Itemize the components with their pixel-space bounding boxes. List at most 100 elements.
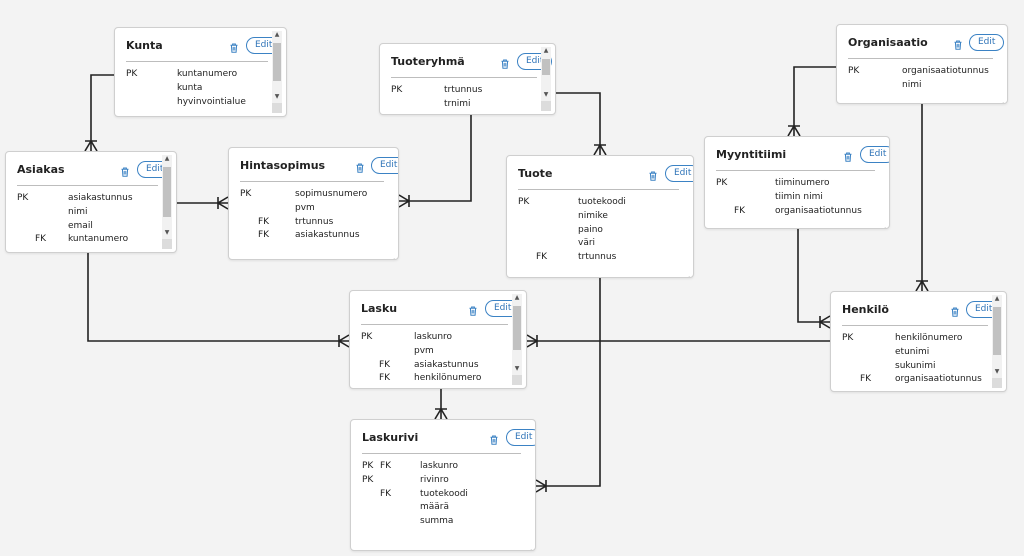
field-row: summa [362,516,523,530]
scroll-up-icon[interactable]: ▲ [543,47,549,54]
scroll-thumb[interactable] [542,59,550,75]
scroll-down-icon[interactable]: ▼ [514,365,520,372]
scroll-up-icon[interactable]: ▲ [994,295,1000,302]
trash-icon[interactable] [647,167,659,181]
key-badge: FK [860,374,872,385]
field-name: kuntanumero [177,69,238,79]
scrollbar[interactable]: ▲▼ [272,31,282,113]
scrollbar[interactable]: ▲▼ [992,295,1002,388]
edit-button[interactable]: Edit [665,165,693,182]
field-name: tuotekoodi [420,488,468,499]
field-name: sukunimi [895,360,936,371]
resize-grip-icon[interactable] [388,249,395,259]
scroll-up-icon[interactable]: ▲ [514,294,520,301]
edit-button[interactable]: Edit [506,429,535,446]
scroll-corner [992,378,1002,388]
field-row: määrä [362,502,523,516]
field-name: asiakastunnus [414,359,479,370]
field-name: määrä [420,502,450,513]
scroll-up-icon[interactable]: ▲ [164,155,170,162]
scrollbar[interactable]: ▲▼ [512,294,522,385]
field-name: sopimusnumero [295,189,368,199]
key-badge: PK [361,332,373,342]
relationship-myyntitiimi-henkilo [797,229,831,329]
scroll-up-icon[interactable]: ▲ [274,31,280,38]
edit-button[interactable]: Edit [860,146,889,163]
edit-button[interactable]: Edit [485,300,521,317]
trash-icon[interactable] [467,302,479,316]
scroll-thumb[interactable] [993,307,1001,355]
key-badge: PK [362,474,374,485]
edit-button[interactable]: Edit [371,157,398,174]
trash-icon[interactable] [119,163,131,177]
scroll-down-icon[interactable]: ▼ [994,368,1000,375]
field-name: tiimin nimi [775,191,823,202]
field-name: pvm [414,345,434,356]
field-name: paino [578,224,603,235]
crows-foot-icon [787,124,801,137]
scroll-thumb[interactable] [163,167,171,217]
scroll-thumb[interactable] [273,43,281,81]
field-name: nimi [902,79,922,90]
scrollbar[interactable]: ▲▼ [541,47,551,111]
crows-foot-icon [84,139,98,152]
scroll-down-icon[interactable]: ▼ [543,91,549,98]
scroll-down-icon[interactable]: ▼ [164,229,170,236]
key-badge: FK [734,205,746,216]
trash-icon[interactable] [228,39,240,53]
resize-grip-icon[interactable] [997,93,1004,103]
key-badge: PK [848,66,860,76]
scroll-thumb[interactable] [513,306,521,350]
resize-grip-icon[interactable] [525,540,532,550]
key-badge: FK [35,234,47,245]
field-row: email [17,221,164,235]
trash-icon[interactable] [499,55,511,69]
trash-icon[interactable] [488,431,500,445]
key-badge: FK [258,216,270,227]
field-row: nimike [518,211,681,225]
field-name: trtunnus [295,216,334,227]
scroll-corner [272,103,282,113]
trash-icon[interactable] [952,36,964,50]
resize-grip-icon[interactable] [879,218,886,228]
scroll-down-icon[interactable]: ▼ [274,93,280,100]
field-row: pvm [240,203,386,217]
key-badge: PK [362,461,374,471]
key-badge: PK [716,178,728,188]
field-name: henkilönumero [895,333,963,343]
key-badge: FK [380,488,392,499]
field-name: henkilönumero [414,373,482,384]
key-badge: PK [17,193,29,203]
edit-button[interactable]: Edit [969,34,1005,51]
trash-icon[interactable] [949,303,961,317]
trash-icon[interactable] [354,159,366,173]
scrollbar[interactable]: ▲▼ [162,155,172,249]
entity-title: Tuoteryhmä [391,55,465,68]
resize-grip-icon[interactable] [683,267,690,277]
key-badge: PK [126,69,138,79]
trash-icon[interactable] [842,148,854,162]
